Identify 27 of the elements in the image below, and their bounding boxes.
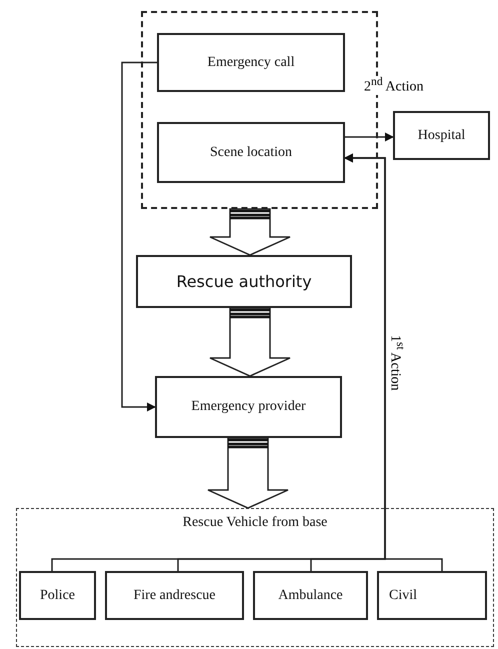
block-arrow: [209, 208, 291, 256]
node-label: Rescue Vehicle from base: [182, 515, 328, 531]
arrow: [345, 132, 394, 142]
dashed-group-box: [16, 508, 494, 647]
node-label: Fire andrescue: [133, 588, 216, 604]
process-box: [393, 111, 490, 160]
block-arrow: [207, 437, 289, 509]
vehicle-box: [105, 571, 244, 620]
process-box: [155, 376, 342, 438]
arrow: [121, 62, 157, 412]
node-label: Emergency call: [207, 54, 295, 70]
process-box: [136, 255, 352, 308]
node-label: Hospital: [418, 128, 466, 144]
node-label: Civil: [389, 588, 418, 604]
block-arrow: [209, 307, 291, 377]
node-label: Emergency provider: [191, 399, 306, 415]
node-label: Rescue authority: [176, 272, 312, 291]
edge-label: 2$^{nd}$ Action: [364, 76, 424, 96]
vehicle-box: [253, 571, 368, 620]
vehicle-box: [377, 571, 487, 620]
node-label: Police: [40, 588, 75, 604]
process-box: [157, 33, 345, 92]
node-label: Ambulance: [278, 588, 343, 604]
vehicle-box: [19, 571, 96, 620]
process-box: [157, 122, 345, 183]
node-label: Scene location: [210, 144, 292, 160]
branch-arrow: [310, 154, 386, 572]
